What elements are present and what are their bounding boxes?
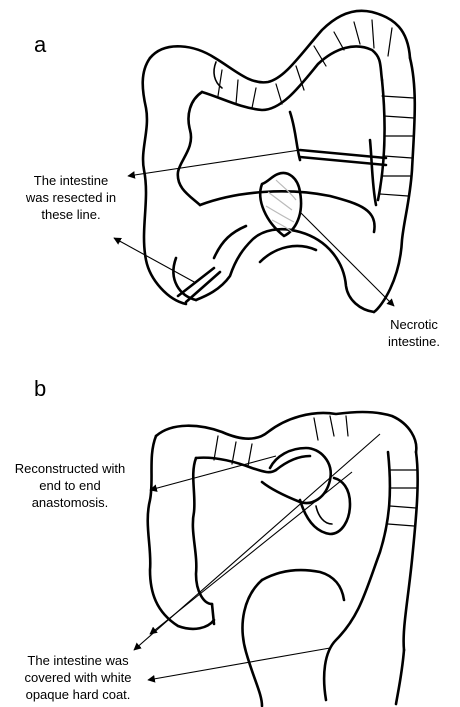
anastomosis <box>262 448 331 503</box>
leader-anastomosis <box>150 456 276 490</box>
small-intestine-loop <box>200 191 375 232</box>
transverse-colon-upper <box>150 11 410 83</box>
panel-a-drawing <box>114 11 415 312</box>
panel-b-label: b <box>34 376 46 402</box>
note-necrotic: Necrotic intestine. <box>378 316 450 350</box>
note-anastomosis: Reconstructed with end to end anastomosi… <box>0 460 140 511</box>
panel-a-label: a <box>34 32 46 58</box>
panel-b-drawing <box>134 412 418 706</box>
leader-resection <box>128 150 300 176</box>
transverse-colon-lower <box>202 46 382 110</box>
b-descending-colon <box>404 452 418 650</box>
note-coat: The intestine was covered with white opa… <box>4 652 152 703</box>
necrotic-segment <box>260 173 301 236</box>
leader-coat-3 <box>148 648 330 680</box>
leader-coat-2 <box>134 434 380 650</box>
leader-resection-2 <box>114 238 196 283</box>
note-resection-lines: The intestine was resected in these line… <box>6 172 136 223</box>
b-transverse-upper <box>156 412 416 452</box>
